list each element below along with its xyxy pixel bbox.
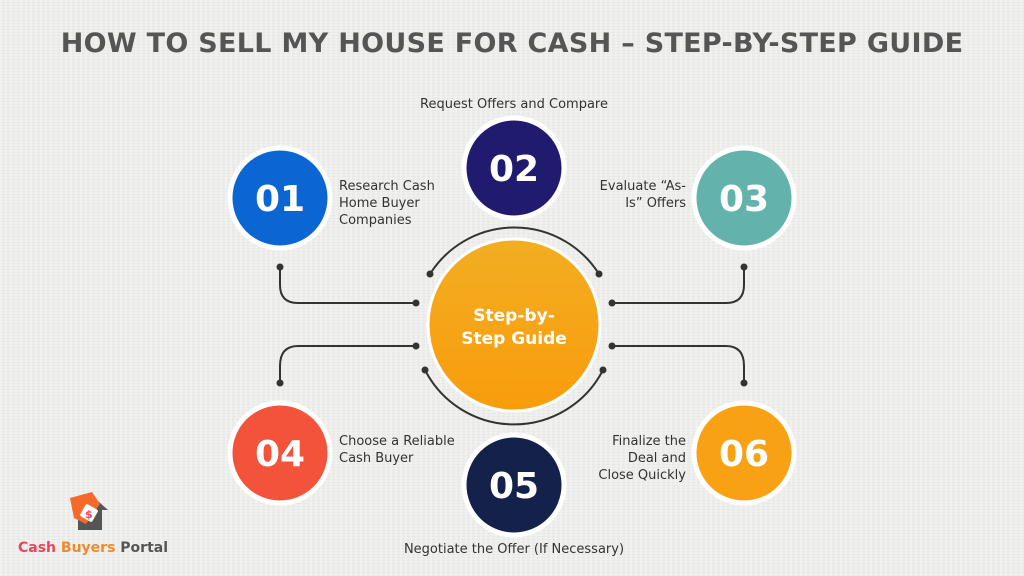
center-circle [426, 237, 602, 413]
connector-lines [279, 226, 745, 426]
step-circle-06 [691, 400, 797, 506]
cash-buyers-portal-logo: $ Cash Buyers Portal [18, 492, 168, 556]
svg-text:$: $ [85, 508, 93, 521]
step-label: Negotiate the Offer (If Necessary) [404, 542, 624, 557]
step-circle-02 [461, 115, 567, 221]
step-label: Cash Buyer [339, 451, 414, 466]
step-label: Choose a Reliable [339, 434, 455, 449]
step-circle-05 [461, 432, 567, 538]
step-circle-01 [227, 145, 333, 251]
house-tag-icon: $ [70, 492, 108, 530]
step-label: Is” Offers [625, 196, 686, 211]
step-label: Request Offers and Compare [420, 97, 608, 112]
step-number: 04 [255, 434, 305, 475]
step-label: Deal and [628, 451, 686, 466]
step-label: Research Cash [339, 179, 435, 194]
center-line1: Step-by- [473, 306, 554, 326]
page-title: HOW TO SELL MY HOUSE FOR CASH – STEP-BY-… [60, 28, 964, 59]
step-label: Companies [339, 213, 412, 228]
step-number: 01 [255, 179, 305, 220]
center-line2: Step Guide [461, 329, 567, 349]
step-number: 06 [719, 434, 769, 475]
step-circle-03 [691, 145, 797, 251]
step-number: 05 [489, 466, 539, 507]
step-circle-04 [227, 400, 333, 506]
step-label: Home Buyer [339, 196, 420, 211]
step-number: 02 [489, 149, 539, 190]
step-label: Finalize the [612, 434, 686, 449]
step-label: Evaluate “As- [600, 179, 687, 194]
step-label: Close Quickly [598, 468, 686, 483]
step-number: 03 [719, 179, 769, 220]
connector-dots [276, 263, 748, 387]
